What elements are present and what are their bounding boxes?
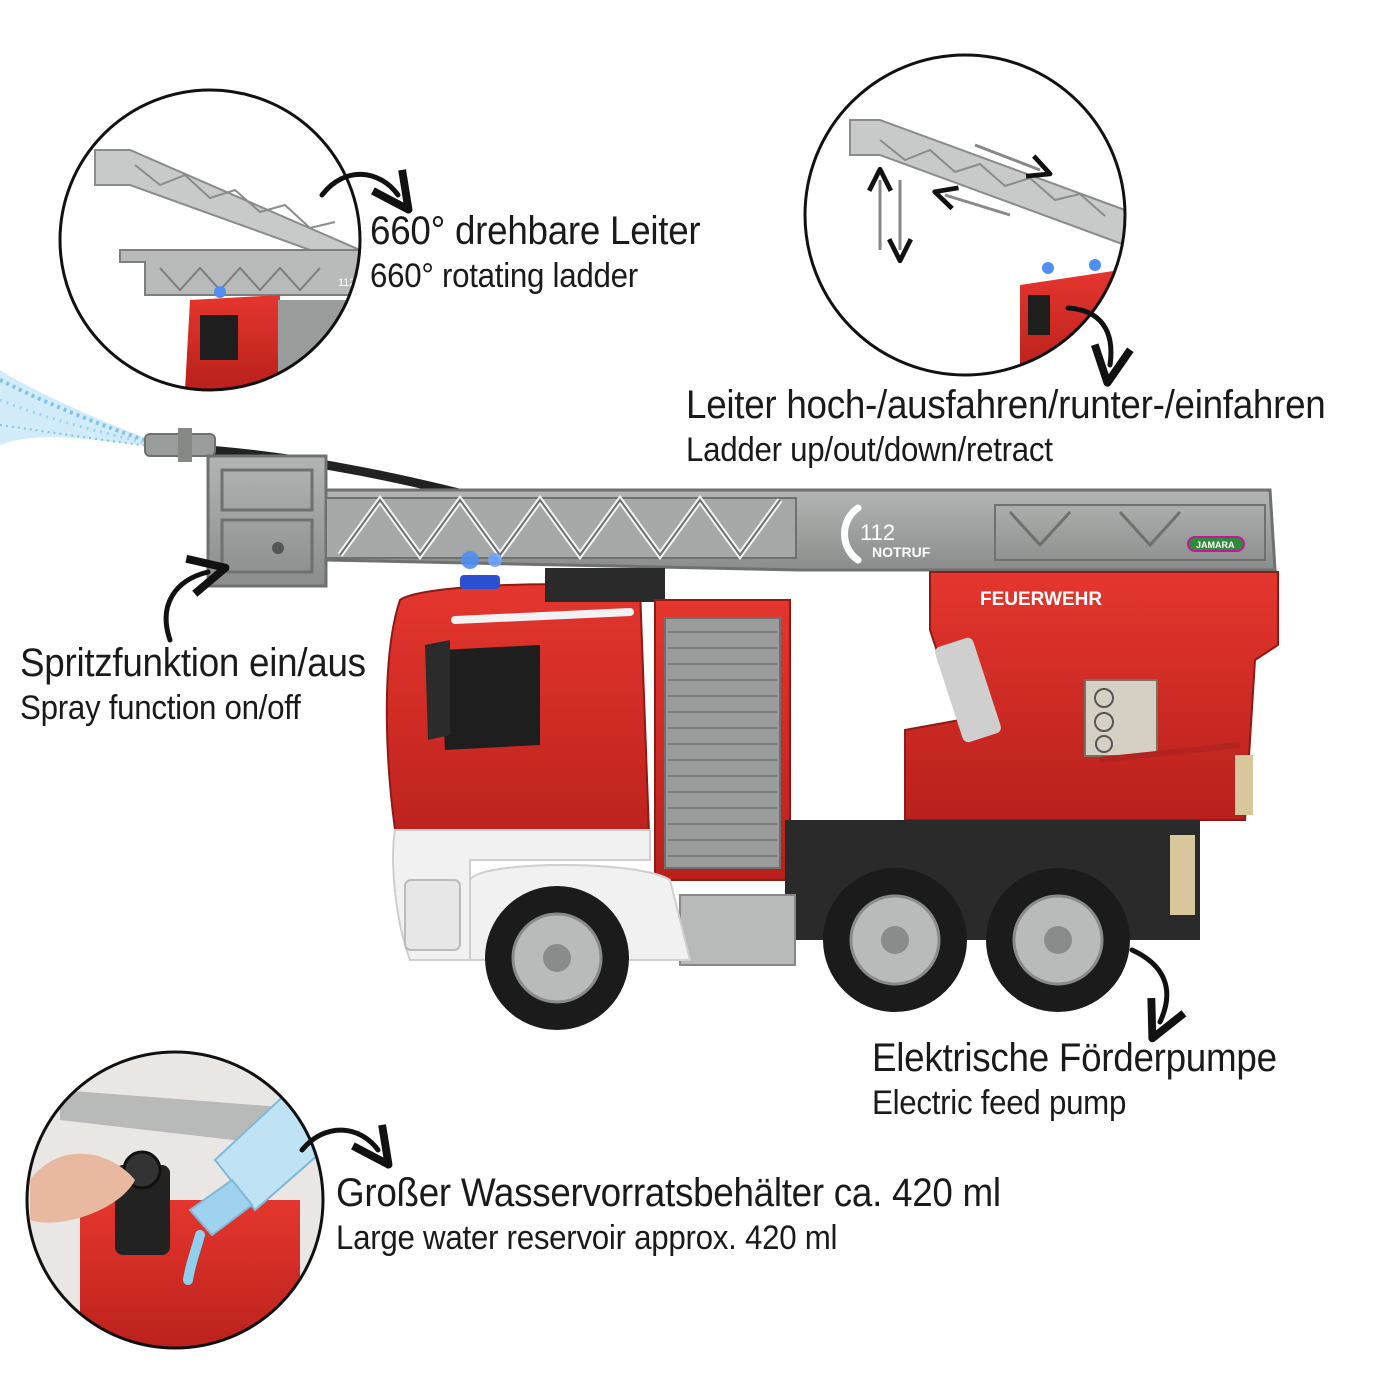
beacon-light-icon [460, 551, 502, 589]
label-ladder-move-en: Ladder up/out/down/retract [686, 431, 1053, 469]
inset-water-reservoir [25, 1050, 325, 1350]
label-reservoir-de: Großer Wasservorratsbehälter ca. 420 ml [336, 1171, 1001, 1215]
wheel-rear-1 [823, 868, 967, 1012]
label-pump: Elektrische Förderpumpe Electric feed pu… [872, 1035, 1277, 1125]
inset-rotating-ladder: 112 [58, 88, 362, 392]
arrow-out-icon [974, 143, 1053, 179]
fire-truck: 112 NOTRUF JAMARA FEUERWEHR [144, 428, 1279, 1030]
equipment-locker [654, 599, 791, 881]
hand [30, 1153, 135, 1223]
side-text: FEUERWEHR [980, 589, 1102, 610]
emergency-word: NOTRUF [872, 544, 931, 560]
label-reservoir-en: Large water reservoir approx. 420 ml [336, 1219, 838, 1257]
arrow-pump-icon [1129, 947, 1187, 1043]
arrow-in-icon [932, 185, 1011, 217]
label-spray-de: Spritzfunktion ein/aus [20, 641, 366, 685]
brand-badge [1187, 536, 1245, 552]
arrow-ladder-move-icon [1065, 305, 1134, 387]
cabin [385, 551, 665, 961]
emergency-number: 112 [860, 520, 895, 545]
label-spray: Spritzfunktion ein/aus Spray function on… [20, 640, 366, 730]
wheel-front [485, 886, 629, 1030]
arrow-reservoir-icon [299, 1124, 393, 1169]
label-pump-de: Elektrische Förderpumpe [872, 1036, 1277, 1080]
arrow-rotating-ladder-icon [319, 169, 413, 214]
phone-icon [841, 504, 862, 564]
inset-ladder-movement [803, 53, 1127, 377]
label-ladder-move: Leiter hoch-/ausfahren/runter-/einfahren… [686, 382, 1326, 472]
turntable: FEUERWEHR [904, 571, 1279, 821]
label-rotating-ladder: 660° drehbare Leiter 660° rotating ladde… [370, 208, 701, 298]
water-spray [0, 370, 151, 447]
label-spray-en: Spray function on/off [20, 689, 301, 727]
spray-nozzle [144, 428, 216, 462]
label-pump-en: Electric feed pump [872, 1084, 1127, 1122]
ladder-basket [206, 454, 328, 588]
wheel-rear-2 [986, 868, 1130, 1012]
callout-arrows [163, 169, 1187, 1169]
label-reservoir: Großer Wasservorratsbehälter ca. 420 ml … [336, 1170, 1001, 1260]
label-rotating-ladder-en: 660° rotating ladder [370, 257, 638, 295]
arrow-spray-icon [163, 554, 230, 643]
inset-ladder-number: 112 [338, 277, 356, 289]
label-rotating-ladder-de: 660° drehbare Leiter [370, 209, 701, 253]
ladder: 112 NOTRUF JAMARA [324, 488, 1277, 572]
brand-badge-text: JAMARA [1196, 540, 1235, 550]
label-ladder-move-de: Leiter hoch-/ausfahren/runter-/einfahren [686, 383, 1326, 427]
